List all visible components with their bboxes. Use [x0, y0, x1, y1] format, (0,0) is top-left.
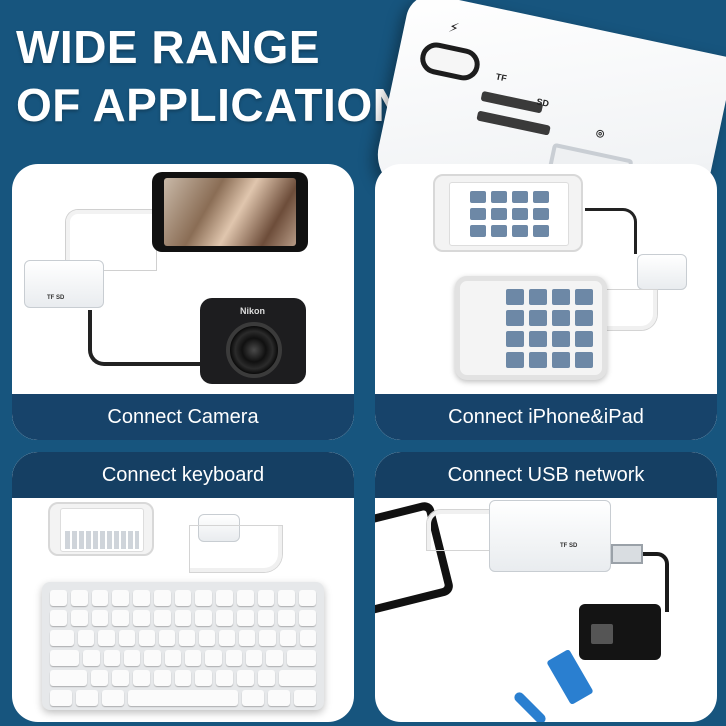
caption-connect-camera: Connect Camera: [12, 394, 354, 440]
usb-plug-image: [611, 544, 643, 564]
ethernet-cable-wire: [512, 690, 548, 722]
camera-brand: Nikon: [240, 306, 266, 316]
headline-line-1: WIDE RANGE: [16, 21, 320, 73]
lightning-cable: [427, 510, 507, 550]
camera-image: Nikon: [200, 298, 306, 384]
caption-connect-usb-network: Connect USB network: [375, 452, 717, 498]
tf-card-slot: [480, 90, 544, 114]
lightning-icon: ⚡: [447, 18, 461, 37]
adapter-image: TF SD: [24, 260, 104, 308]
tf-label: TF: [494, 71, 508, 84]
usb-cable: [88, 310, 208, 366]
panel-connect-iphone-ipad: Connect iPhone&iPad: [375, 164, 717, 440]
iphone-image: [433, 174, 583, 252]
ipad-image: [455, 276, 607, 380]
lightning-cable: [66, 210, 156, 270]
panel-connect-usb-network: Connect USB network TF SD: [375, 452, 717, 722]
usb-cable: [585, 208, 637, 254]
caption-connect-iphone-ipad: Connect iPhone&iPad: [375, 394, 717, 440]
iphone-image: [48, 502, 154, 556]
sd-card-slot: [476, 110, 551, 136]
adapter-image: TF SD: [489, 500, 611, 572]
panel-connect-keyboard: Connect keyboard: [12, 452, 354, 722]
caption-connect-keyboard: Connect keyboard: [12, 452, 354, 498]
headline-line-2: OF APPLICATIONS: [16, 79, 438, 131]
usb-cable: [190, 526, 282, 572]
lightning-port: [417, 39, 483, 84]
camera-icon: ⌾: [594, 125, 606, 142]
panel-connect-camera: TF SD Nikon Connect Camera: [12, 164, 354, 440]
phone-image: [152, 172, 308, 252]
adapter-image: [637, 254, 687, 290]
usb-cable: [643, 552, 669, 612]
keyboard-image: [42, 582, 324, 710]
ethernet-adapter-image: [579, 604, 661, 660]
lightning-cable: [605, 290, 657, 330]
headline: WIDE RANGE OF APPLICATIONS: [16, 18, 438, 134]
